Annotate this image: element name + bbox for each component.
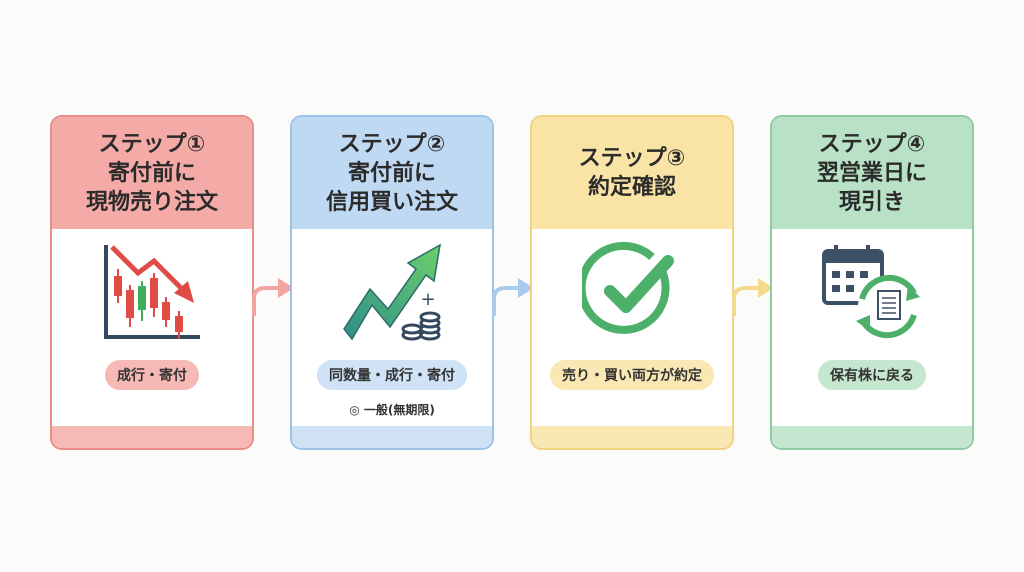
step-2-title: ステップ② — [338, 131, 446, 157]
step-4-line-2: 現引き — [838, 189, 905, 215]
check-circle-icon — [582, 241, 674, 334]
step-1-footer — [52, 426, 252, 448]
step-1-line-1: 寄付前に — [107, 160, 196, 186]
svg-text:+: + — [420, 289, 435, 310]
step-2-footer — [292, 426, 492, 448]
step-1-title: ステップ① — [98, 131, 206, 157]
step-2-pill: 同数量・成行・寄付 — [317, 360, 467, 390]
step-2-line-1: 寄付前に — [347, 160, 436, 186]
step-4-card: ステップ④ 翌営業日に 現引き 保有株に戻る — [770, 115, 974, 450]
step-4-title: ステップ④ — [818, 131, 926, 157]
arrow-1-to-2-icon — [252, 278, 294, 316]
arrow-3-to-4-icon — [732, 278, 774, 316]
step-1-line-2: 現物売り注文 — [85, 189, 218, 215]
step-2-line-2: 信用買い注文 — [325, 189, 458, 215]
step-2-card: ステップ② 寄付前に 信用買い注文 + 同数量・成行・寄付 ◎ 一般(無期限) — [290, 115, 494, 450]
step-4-footer — [772, 426, 972, 448]
step-3-header: ステップ③ 約定確認 — [532, 117, 732, 229]
step-2-header: ステップ② 寄付前に 信用買い注文 — [292, 117, 492, 229]
falling-candlestick-chart-icon — [104, 245, 200, 339]
step-3-card: ステップ③ 約定確認 売り・買い両方が約定 — [530, 115, 734, 450]
step-3-footer — [532, 426, 732, 448]
step-4-pill: 保有株に戻る — [818, 360, 926, 390]
step-4-line-1: 翌営業日に — [816, 160, 927, 186]
step-1-header: ステップ① 寄付前に 現物売り注文 — [52, 117, 252, 229]
rising-arrow-with-coins-icon: + — [343, 243, 441, 341]
step-3-line-1: 約定確認 — [587, 175, 676, 200]
step-4-header: ステップ④ 翌営業日に 現引き — [772, 117, 972, 229]
arrow-2-to-3-icon — [492, 278, 534, 316]
calendar-cycle-document-icon — [822, 245, 920, 339]
step-3-pill: 売り・買い両方が約定 — [550, 360, 714, 390]
step-1-card: ステップ① 寄付前に 現物売り注文 成行・寄付 — [50, 115, 254, 450]
step-3-title: ステップ③ — [578, 146, 686, 171]
step-1-pill: 成行・寄付 — [105, 360, 199, 390]
step-2-note: ◎ 一般(無期限) — [349, 403, 435, 417]
